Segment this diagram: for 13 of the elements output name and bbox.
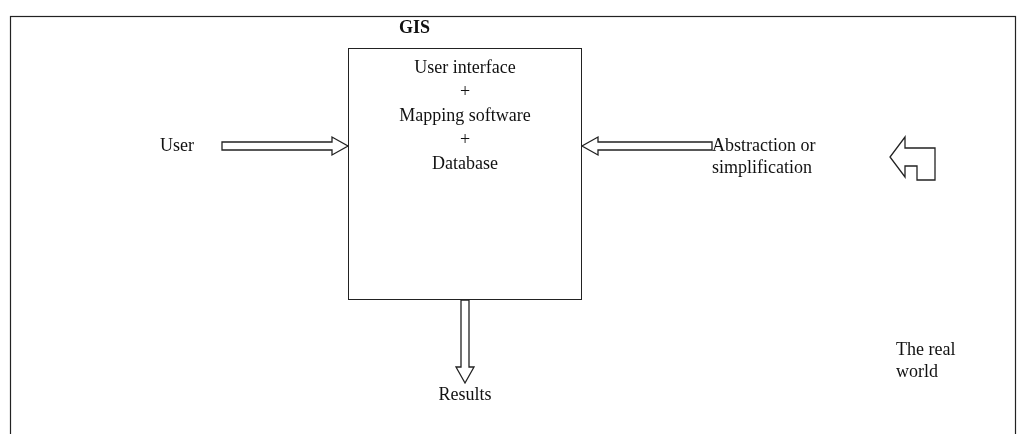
hollow-arrow (221, 135, 350, 157)
node-label: Abstraction or simplification (712, 134, 817, 178)
box-text: User interface (414, 56, 516, 79)
node-label: User (160, 134, 195, 156)
box-text: Mapping software (399, 104, 531, 127)
node-label: The real world (896, 338, 957, 382)
hollow-arrow (454, 299, 476, 385)
box-text: + (459, 128, 471, 151)
node-label: Results (437, 383, 493, 405)
box-heading: GIS (399, 16, 431, 39)
box-text: Database (432, 152, 498, 175)
hollow-arrow (580, 135, 713, 157)
box-text: + (459, 80, 471, 103)
